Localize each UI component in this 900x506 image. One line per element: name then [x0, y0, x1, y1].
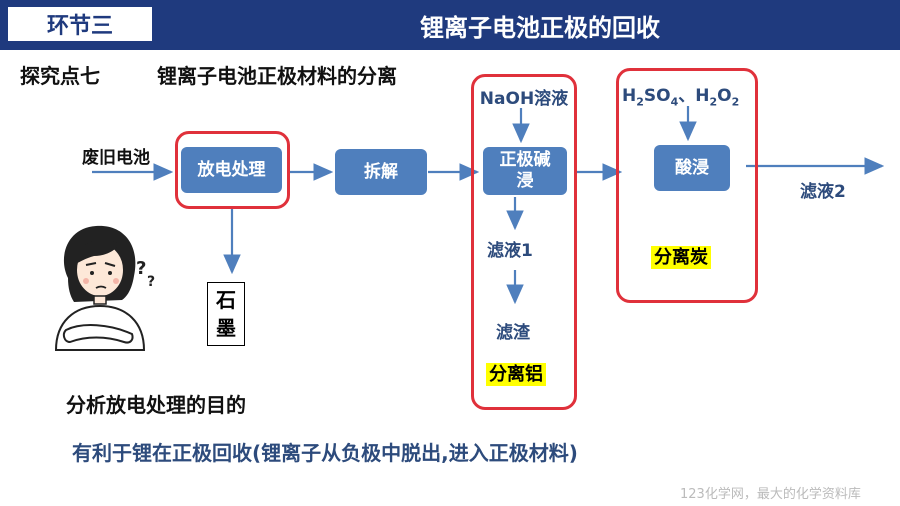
step-dismantle: 拆解 [335, 149, 427, 195]
inquiry-topic: 锂离子电池正极材料的分离 [157, 64, 397, 88]
graphite-char-2: 墨 [216, 316, 236, 340]
acid-leach-highlight-frame [616, 68, 758, 303]
graphite-box: 石 墨 [207, 282, 245, 346]
step-discharge: 放电处理 [181, 147, 282, 193]
residue-label: 滤渣 [496, 323, 530, 343]
page-title: 锂离子电池正极的回收 [420, 13, 660, 42]
section-tag: 环节三 [6, 5, 154, 43]
thinking-student-illustration: ? ? [54, 225, 155, 351]
alkali-leach-highlight-frame [471, 74, 577, 410]
step-acid-leach: 酸浸 [654, 145, 730, 191]
separate-aluminum-text: 分离铝 [486, 363, 546, 386]
naoh-solution-label: NaOH溶液 [479, 89, 569, 109]
inquiry-point-label: 探究点七 [20, 64, 100, 88]
svg-text:?: ? [136, 258, 146, 279]
step-cathode-alkali-leach: 正极碱浸 [483, 147, 567, 195]
graphite-char-1: 石 [216, 288, 236, 312]
separate-carbon-text: 分离炭 [651, 246, 711, 269]
conclusion-text: 有利于锂在正极回收(锂离子从负极中脱出,进入正极材料) [72, 441, 578, 465]
acid-reagent-label: H2SO4、H2O2 [622, 86, 740, 109]
separate-aluminum-tag: 分离铝 [486, 360, 546, 386]
discharge-highlight-frame [175, 131, 290, 209]
watermark-text: 123化学网，最大的化学资料库 [680, 487, 861, 502]
waste-battery-label: 废旧电池 [82, 148, 150, 168]
filtrate-1-label: 滤液1 [487, 241, 533, 261]
analysis-question: 分析放电处理的目的 [66, 393, 246, 417]
separate-carbon-tag: 分离炭 [651, 243, 711, 269]
filtrate-2-label: 滤液2 [800, 182, 846, 202]
svg-text:?: ? [147, 274, 155, 290]
